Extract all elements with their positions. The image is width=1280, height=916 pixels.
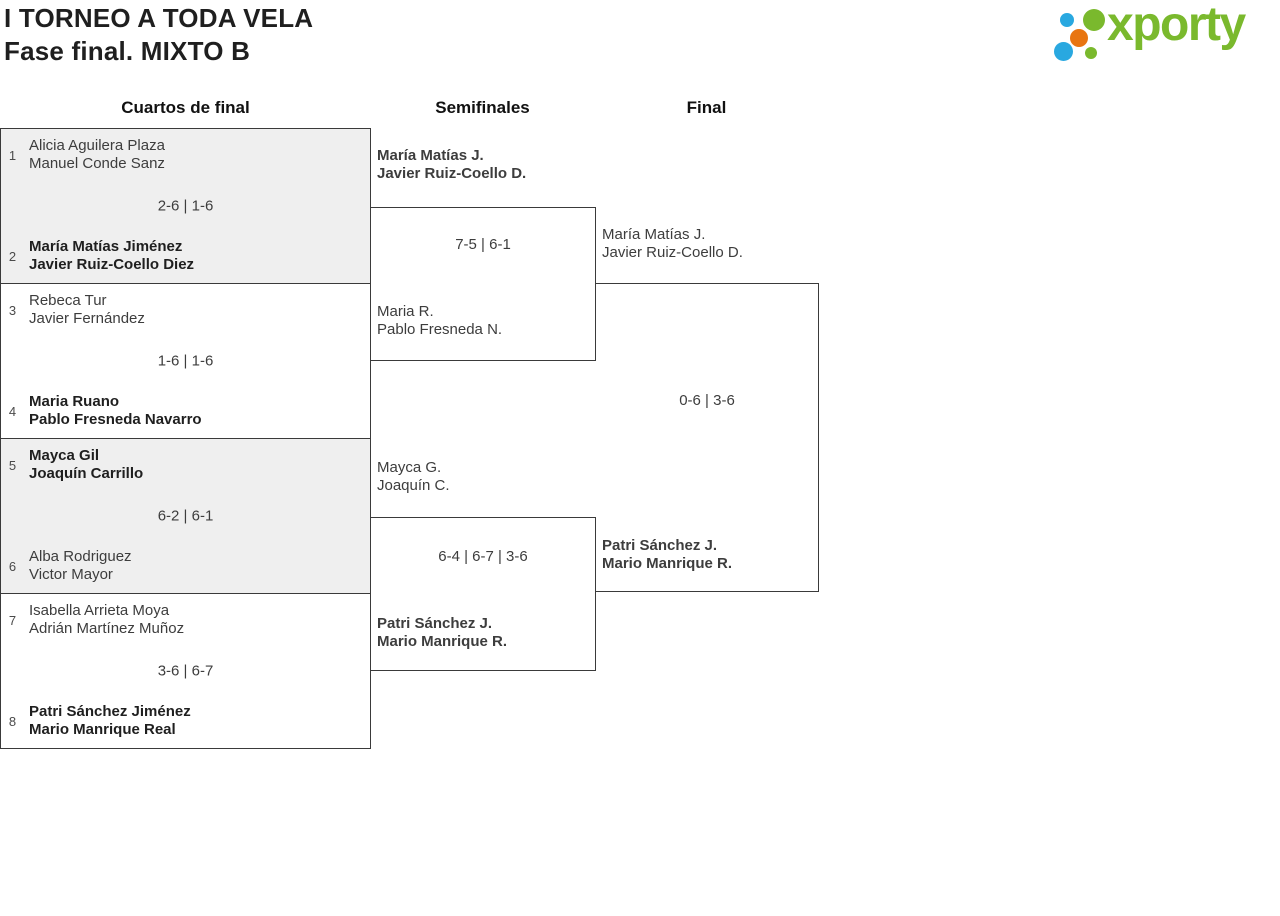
team-row: 4 Maria Ruano Pablo Fresneda Navarro xyxy=(5,393,362,429)
team-names: Mayca G. Joaquín C. xyxy=(377,459,450,495)
player-name: Patri Sánchez J. xyxy=(602,537,718,554)
player-name: Adrián Martínez Muñoz xyxy=(29,620,185,637)
round-header-final: Final xyxy=(686,98,727,117)
player-name: María Matías Jiménez xyxy=(29,238,183,255)
player-name: Javier Ruiz-Coello D. xyxy=(602,244,743,261)
semifinal-match-1-box xyxy=(370,207,596,361)
final-match-box xyxy=(595,283,819,592)
player-name: Javier Fernández xyxy=(29,310,145,327)
team-names: Mayca Gil Joaquín Carrillo xyxy=(29,447,143,483)
logo-wordmark: xporty xyxy=(1107,0,1246,51)
player-name: Joaquín C. xyxy=(377,477,450,494)
team-names: Maria Ruano Pablo Fresneda Navarro xyxy=(29,393,202,429)
team-row: 5 Mayca Gil Joaquín Carrillo xyxy=(5,447,362,483)
seed-number: 6 xyxy=(8,558,17,574)
quarterfinal-match-3: 5 Mayca Gil Joaquín Carrillo 6-2 | 6-1 6… xyxy=(0,438,371,594)
round-header-quarterfinals: Cuartos de final xyxy=(121,98,250,117)
round-header-semifinals: Semifinales xyxy=(435,98,530,117)
team-names: Patri Sánchez J. Mario Manrique R. xyxy=(377,615,507,651)
player-name: María Matías J. xyxy=(602,226,706,243)
player-name: Mario Manrique R. xyxy=(377,633,508,650)
team-row: 8 Patri Sánchez Jiménez Mario Manrique R… xyxy=(5,703,362,739)
player-name: Patri Sánchez J. xyxy=(377,615,493,632)
semifinal-match-2-box xyxy=(370,517,596,671)
team-names: Isabella Arrieta Moya Adrián Martínez Mu… xyxy=(29,602,184,638)
player-name: Javier Ruiz-Coello Diez xyxy=(29,256,195,273)
logo-dot-blue-small-icon xyxy=(1060,13,1074,27)
player-name: Manuel Conde Sanz xyxy=(29,155,165,172)
match-score: 6-2 | 6-1 xyxy=(157,507,214,525)
tournament-name: I TORNEO A TODA VELA xyxy=(4,3,314,33)
team-names: María Matías Jiménez Javier Ruiz-Coello … xyxy=(29,238,194,274)
player-name: Patri Sánchez Jiménez xyxy=(29,703,191,720)
logo-dot-orange-icon xyxy=(1070,29,1088,47)
player-name: Alicia Aguilera Plaza xyxy=(29,137,165,154)
player-name: María Matías J. xyxy=(377,147,484,164)
team-names: María Matías J. Javier Ruiz-Coello D. xyxy=(377,147,526,183)
player-name: Rebeca Tur xyxy=(29,292,107,309)
tournament-phase: Fase final. MIXTO B xyxy=(4,36,251,66)
team-row: 3 Rebeca Tur Javier Fernández xyxy=(5,292,362,328)
seed-number: 8 xyxy=(8,713,17,729)
player-name: Mario Manrique Real xyxy=(29,721,176,738)
match-score: 7-5 | 6-1 xyxy=(455,236,511,253)
team-row: 7 Isabella Arrieta Moya Adrián Martínez … xyxy=(5,602,362,638)
xporty-logo[interactable]: xporty xyxy=(1050,0,1278,69)
team-row: 1 Alicia Aguilera Plaza Manuel Conde San… xyxy=(5,137,362,173)
match-score: 2-6 | 1-6 xyxy=(157,197,214,215)
team-names: Rebeca Tur Javier Fernández xyxy=(29,292,145,328)
team-names: Alba Rodriguez Victor Mayor xyxy=(29,548,132,584)
page-title: I TORNEO A TODA VELA Fase final. MIXTO B xyxy=(4,2,313,68)
team-row: 6 Alba Rodriguez Victor Mayor xyxy=(5,548,362,584)
player-name: Alba Rodriguez xyxy=(29,548,132,565)
quarterfinal-match-4: 7 Isabella Arrieta Moya Adrián Martínez … xyxy=(0,593,371,749)
logo-dot-green-large-icon xyxy=(1083,9,1105,31)
seed-number: 5 xyxy=(8,457,17,473)
seed-number: 7 xyxy=(8,612,17,628)
player-name: Maria Ruano xyxy=(29,393,120,410)
seed-number: 1 xyxy=(8,147,17,163)
player-name: Mayca G. xyxy=(377,459,442,476)
logo-dot-blue-large-icon xyxy=(1054,42,1073,61)
team-names: Patri Sánchez J. Mario Manrique R. xyxy=(602,537,732,573)
match-score: 3-6 | 6-7 xyxy=(157,662,214,680)
team-row: 2 María Matías Jiménez Javier Ruiz-Coell… xyxy=(5,238,362,274)
team-names: Alicia Aguilera Plaza Manuel Conde Sanz xyxy=(29,137,165,173)
logo-dot-green-small-icon xyxy=(1085,47,1097,59)
quarterfinal-match-1: 1 Alicia Aguilera Plaza Manuel Conde San… xyxy=(0,128,371,284)
player-name: Pablo Fresneda N. xyxy=(377,321,503,338)
match-score: 6-4 | 6-7 | 3-6 xyxy=(438,548,528,565)
seed-number: 3 xyxy=(8,302,17,318)
team-names: María Matías J. Javier Ruiz-Coello D. xyxy=(602,226,743,262)
player-name: Javier Ruiz-Coello D. xyxy=(377,165,527,182)
player-name: Mayca Gil xyxy=(29,447,100,464)
player-name: Pablo Fresneda Navarro xyxy=(29,411,202,428)
match-score: 1-6 | 1-6 xyxy=(157,352,214,370)
seed-number: 4 xyxy=(8,403,17,419)
player-name: Maria R. xyxy=(377,303,434,320)
quarterfinal-match-2: 3 Rebeca Tur Javier Fernández 1-6 | 1-6 … xyxy=(0,283,371,439)
team-names: Patri Sánchez Jiménez Mario Manrique Rea… xyxy=(29,703,191,739)
match-score: 0-6 | 3-6 xyxy=(679,392,735,409)
player-name: Mario Manrique R. xyxy=(602,555,733,572)
player-name: Victor Mayor xyxy=(29,566,113,583)
seed-number: 2 xyxy=(8,248,17,264)
player-name: Joaquín Carrillo xyxy=(29,465,144,482)
team-names: Maria R. Pablo Fresneda N. xyxy=(377,303,502,339)
player-name: Isabella Arrieta Moya xyxy=(29,602,170,619)
